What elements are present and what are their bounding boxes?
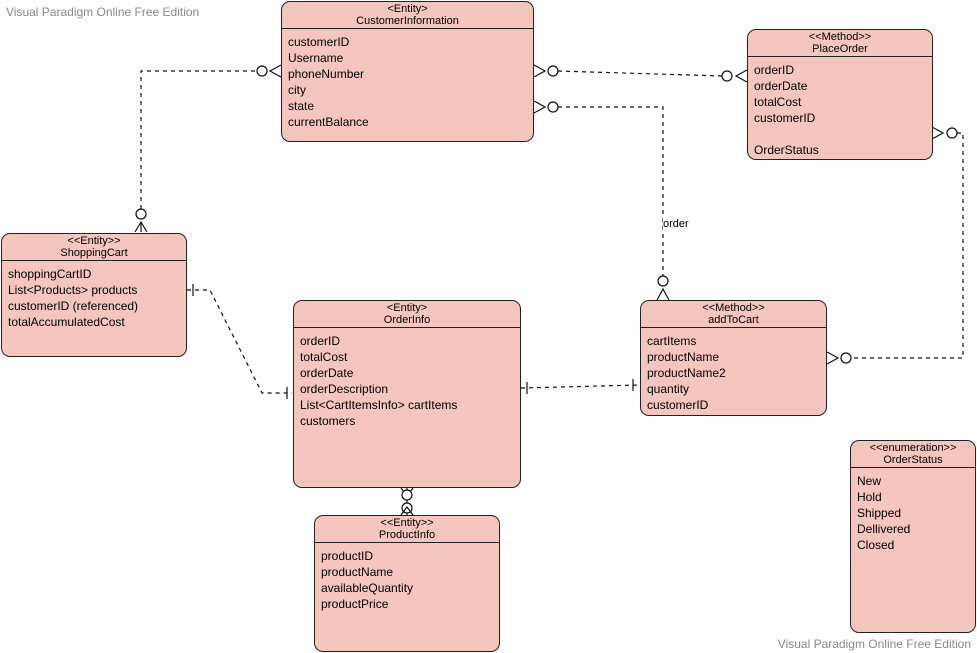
attribute: totalCost bbox=[300, 350, 348, 364]
attribute: customers bbox=[300, 414, 356, 428]
entity-add-to-cart[interactable]: <<Method>> addToCart cartItems productNa… bbox=[640, 300, 827, 416]
enum-value: New bbox=[857, 474, 882, 488]
attribute: customerID bbox=[288, 35, 350, 49]
entity-name: OrderStatus bbox=[883, 454, 943, 466]
entity-name: OrderInfo bbox=[383, 314, 431, 326]
entity-header: <<Entity>> ProductInfo bbox=[315, 516, 499, 543]
entity-order-info[interactable]: <Entity> OrderInfo orderID totalCost ord… bbox=[293, 300, 521, 488]
enum-value: Hold bbox=[857, 490, 882, 504]
attribute: productPrice bbox=[321, 597, 389, 611]
attribute: productName bbox=[321, 565, 394, 579]
attribute: city bbox=[288, 83, 306, 97]
attribute: productID bbox=[321, 549, 374, 563]
attribute: List<CartItemsInfo> cartItems bbox=[300, 398, 458, 412]
connector-cart-customer bbox=[140, 70, 257, 209]
entity-place-order[interactable]: <<Method>> PlaceOrder orderID orderDate … bbox=[747, 29, 933, 160]
entity-name: PlaceOrder bbox=[812, 43, 868, 55]
attribute: quantity bbox=[647, 382, 690, 396]
stereotype: <<Method>> bbox=[702, 302, 765, 314]
entity-header: <<Method>> PlaceOrder bbox=[748, 30, 932, 57]
attribute: OrderStatus bbox=[754, 143, 819, 157]
entity-header: <<enumeration>> OrderStatus bbox=[851, 441, 975, 468]
attribute: orderDate bbox=[754, 79, 808, 93]
attribute: totalCost bbox=[754, 95, 802, 109]
attribute: productName2 bbox=[647, 366, 726, 380]
attribute: shoppingCartID bbox=[8, 267, 92, 281]
attribute: Username bbox=[288, 51, 344, 65]
entity-header: <Entity> OrderInfo bbox=[294, 301, 520, 328]
connector-label-order: order bbox=[663, 218, 689, 230]
attribute: customerID (referenced) bbox=[8, 299, 139, 313]
stereotype: <<enumeration>> bbox=[869, 442, 957, 454]
attribute: totalAccumulatedCost bbox=[8, 315, 125, 329]
attribute: customerID bbox=[647, 398, 709, 412]
connector-customer-addtocart bbox=[558, 106, 664, 276]
entity-shopping-cart[interactable]: <<Entity>> ShoppingCart shoppingCartID L… bbox=[1, 233, 187, 357]
entity-header: <<Method>> addToCart bbox=[641, 301, 826, 328]
watermark-bottom: Visual Paradigm Online Free Edition bbox=[777, 637, 971, 651]
enum-value: Dellivered bbox=[857, 522, 911, 536]
attribute: List<Products> products bbox=[8, 283, 138, 297]
watermark-top: Visual Paradigm Online Free Edition bbox=[6, 5, 200, 19]
attribute-spacer bbox=[754, 126, 926, 142]
entity-name: addToCart bbox=[708, 314, 759, 326]
entity-name: CustomerInformation bbox=[356, 15, 459, 27]
attribute: orderID bbox=[300, 334, 341, 348]
connector-placeorder-addtocart bbox=[851, 132, 964, 359]
entity-header: <Entity> CustomerInformation bbox=[282, 2, 533, 29]
attribute: phoneNumber bbox=[288, 67, 365, 81]
entity-customer-information[interactable]: <Entity> CustomerInformation customerID … bbox=[281, 1, 534, 142]
attribute: cartItems bbox=[647, 334, 697, 348]
entity-order-status[interactable]: <<enumeration>> OrderStatus New Hold Shi… bbox=[850, 440, 976, 633]
entity-name: ProductInfo bbox=[378, 529, 436, 541]
attribute: orderDate bbox=[300, 366, 354, 380]
attribute: productName bbox=[647, 350, 720, 364]
attribute: currentBalance bbox=[288, 115, 369, 129]
connector-customer-placeorder bbox=[557, 70, 723, 77]
stereotype: <Entity> bbox=[387, 3, 428, 15]
entity-product-info[interactable]: <<Entity>> ProductInfo productID product… bbox=[314, 515, 500, 652]
attribute: state bbox=[288, 99, 315, 113]
stereotype: <Entity> bbox=[386, 302, 428, 314]
stereotype: <<Entity>> bbox=[67, 235, 121, 247]
enum-value: Closed bbox=[857, 538, 895, 552]
connector-cart-orderinfo bbox=[187, 289, 292, 394]
stereotype: <<Entity>> bbox=[380, 517, 434, 529]
stereotype: <<Method>> bbox=[808, 31, 872, 43]
entity-name: ShoppingCart bbox=[60, 247, 128, 259]
attribute: orderDescription bbox=[300, 382, 389, 396]
enum-value: Shipped bbox=[857, 506, 902, 520]
attribute: availableQuantity bbox=[321, 581, 414, 595]
attribute: customerID bbox=[754, 111, 816, 125]
connector-orderinfo-addtocart bbox=[520, 384, 641, 389]
entity-header: <<Entity>> ShoppingCart bbox=[2, 234, 186, 261]
attribute: orderID bbox=[754, 63, 795, 77]
